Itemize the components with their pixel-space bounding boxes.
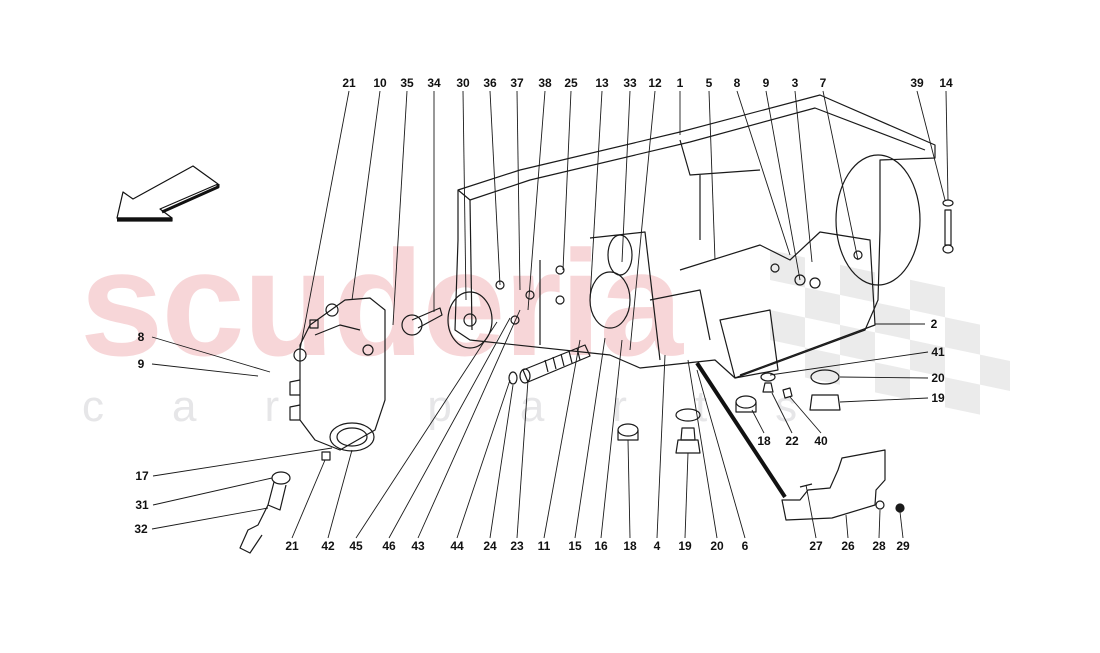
- callout-46: 46: [382, 539, 396, 553]
- callout-20: 20: [710, 539, 724, 553]
- dipstick-tube: [695, 361, 787, 499]
- callout-27: 27: [809, 539, 823, 553]
- callout-24: 24: [483, 539, 497, 553]
- callout-37: 37: [510, 76, 524, 90]
- oil-pressure-sensor: [239, 471, 291, 554]
- callout-21: 21: [342, 76, 356, 90]
- oil-pump-housing: [289, 297, 386, 461]
- callout-18: 18: [623, 539, 637, 553]
- callout-43: 43: [411, 539, 425, 553]
- callout-22: 22: [785, 434, 799, 448]
- callout-14: 14: [939, 76, 953, 90]
- callout-26: 26: [841, 539, 855, 553]
- callout-9: 9: [137, 357, 145, 371]
- callout-45: 45: [349, 539, 363, 553]
- callout-16: 16: [594, 539, 608, 553]
- callout-36: 36: [483, 76, 497, 90]
- callout-19: 19: [931, 391, 945, 405]
- callout-6: 6: [741, 539, 749, 553]
- pump-gear-shaft: [401, 307, 443, 336]
- callout-33: 33: [623, 76, 637, 90]
- callout-20: 20: [931, 371, 945, 385]
- callout-31: 31: [135, 498, 149, 512]
- callout-8: 8: [137, 330, 145, 344]
- arrow-down-left-icon: [116, 165, 220, 222]
- callout-41: 41: [931, 345, 945, 359]
- sump-cover-plate: [781, 449, 905, 521]
- callout-3: 3: [791, 76, 799, 90]
- long-bolt: [942, 199, 954, 254]
- callout-7: 7: [819, 76, 827, 90]
- callout-19: 19: [678, 539, 692, 553]
- callout-10: 10: [373, 76, 387, 90]
- callout-18: 18: [757, 434, 771, 448]
- callout-21: 21: [285, 539, 299, 553]
- callout-1: 1: [676, 76, 684, 90]
- callout-29: 29: [896, 539, 910, 553]
- callout-25: 25: [564, 76, 578, 90]
- callout-17: 17: [135, 469, 149, 483]
- callout-39: 39: [910, 76, 924, 90]
- callout-32: 32: [134, 522, 148, 536]
- callout-35: 35: [400, 76, 414, 90]
- leader-lines: [151, 90, 949, 539]
- callout-34: 34: [427, 76, 441, 90]
- callout-28: 28: [872, 539, 886, 553]
- callout-44: 44: [450, 539, 464, 553]
- callout-15: 15: [568, 539, 582, 553]
- callout-11: 11: [537, 539, 551, 553]
- callout-42: 42: [321, 539, 335, 553]
- callout-12: 12: [648, 76, 662, 90]
- callout-4: 4: [653, 539, 661, 553]
- callout-5: 5: [705, 76, 713, 90]
- callout-38: 38: [538, 76, 552, 90]
- callout-8: 8: [733, 76, 741, 90]
- callout-13: 13: [595, 76, 609, 90]
- callout-2: 2: [930, 317, 938, 331]
- watermark-sub-text: car parts: [82, 382, 866, 431]
- oil-strainer-spring: [508, 344, 591, 385]
- callout-40: 40: [814, 434, 828, 448]
- watermark-main-text: scuderia: [80, 219, 683, 387]
- callout-9: 9: [762, 76, 770, 90]
- callout-23: 23: [510, 539, 524, 553]
- callout-30: 30: [456, 76, 470, 90]
- gearbox-housing: [447, 94, 936, 379]
